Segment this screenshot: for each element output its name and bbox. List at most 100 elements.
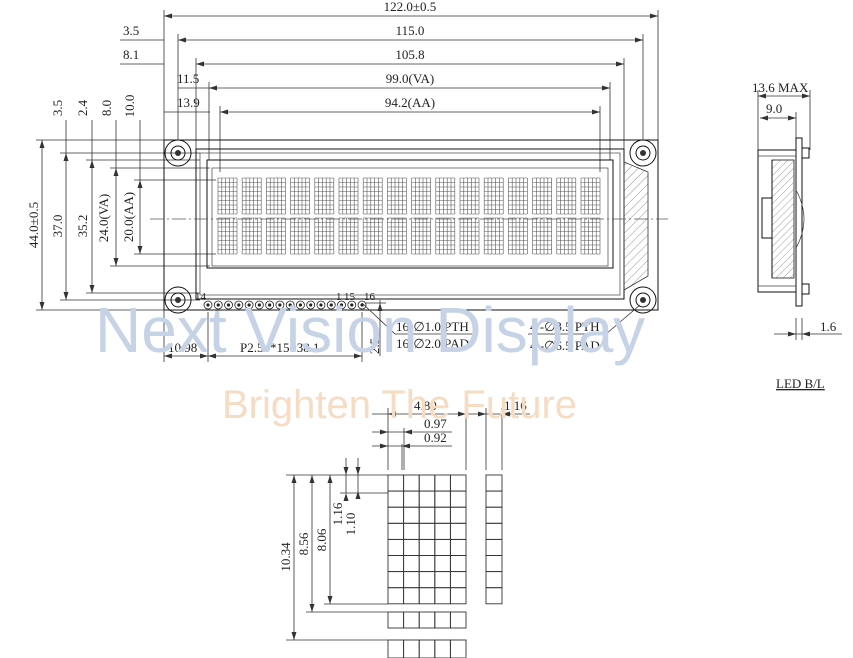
connector-pin bbox=[213, 300, 223, 310]
dot-cell bbox=[418, 639, 436, 658]
dim-va-width: 99.0(VA) bbox=[386, 71, 435, 86]
dot-cell bbox=[434, 490, 451, 508]
dim-3-5-v: 3.5 bbox=[50, 100, 65, 116]
dim-overall-width: 122.0±0.5 bbox=[384, 0, 437, 14]
dot-cell bbox=[485, 571, 503, 589]
dot-cell bbox=[449, 522, 467, 540]
dot-cell bbox=[434, 538, 451, 556]
connector-pin-hole bbox=[350, 303, 354, 307]
dot-cell bbox=[403, 538, 420, 556]
connector-pin-hole bbox=[319, 303, 323, 307]
dot-cell bbox=[403, 506, 420, 524]
connector-pin bbox=[357, 300, 367, 310]
dot-cell bbox=[449, 490, 467, 508]
mounting-hole-bottom-left bbox=[164, 286, 192, 314]
connector-pin-hole bbox=[216, 303, 220, 307]
char-height-10-34: 10.34 bbox=[278, 542, 293, 572]
dot-cell bbox=[449, 587, 467, 605]
character-cell bbox=[483, 177, 504, 215]
character-cell bbox=[483, 217, 504, 255]
character-cell bbox=[387, 217, 407, 255]
character-cell bbox=[241, 217, 262, 255]
pin-label-16: 16 bbox=[364, 291, 376, 303]
hole-pth-spec: 4 -∅3.5 PTH bbox=[530, 319, 599, 334]
connector-pin bbox=[244, 300, 254, 310]
character-cell bbox=[338, 177, 359, 215]
dim-2-4-v: 2.4 bbox=[75, 99, 90, 116]
dim-aa-height: 20.0(AA) bbox=[121, 192, 136, 242]
character-cell bbox=[459, 217, 480, 255]
character-cell bbox=[266, 217, 286, 255]
character-detail bbox=[286, 408, 530, 658]
dot-cell bbox=[418, 538, 436, 556]
connector-pin-hole bbox=[226, 303, 231, 307]
character-cell bbox=[580, 217, 601, 255]
connector-pin-hole bbox=[237, 303, 241, 307]
dim-offset-3-5: 3.5 bbox=[123, 23, 139, 38]
dot-pitch-1-16: 1.16 bbox=[330, 502, 345, 525]
character-cell bbox=[362, 177, 383, 215]
dot-cell bbox=[387, 611, 405, 629]
dot-cell bbox=[434, 474, 451, 492]
character-cell bbox=[217, 217, 238, 255]
connector-pin bbox=[296, 300, 305, 310]
dot-cell bbox=[387, 522, 405, 540]
watermark-brand: Next Vision Display bbox=[95, 294, 645, 366]
character-cell bbox=[217, 177, 238, 215]
dim-pin-gap: 2.5 bbox=[367, 338, 382, 354]
connector-pin-hole bbox=[288, 303, 292, 307]
connector-pin bbox=[347, 300, 357, 310]
character-cell bbox=[314, 217, 335, 255]
character-cell bbox=[459, 177, 480, 215]
connector-pin-hole bbox=[257, 303, 261, 307]
side-caption: LED B/L bbox=[776, 376, 825, 391]
dot-cell bbox=[403, 587, 420, 605]
character-cell bbox=[556, 177, 577, 215]
connector-pin-row bbox=[203, 300, 367, 310]
dot-cell bbox=[485, 474, 503, 492]
dim-pin-pitch: P2.54*15=38.1 bbox=[240, 340, 320, 355]
character-cell bbox=[508, 177, 528, 215]
connector-pin-hole bbox=[278, 303, 282, 307]
dot-cell bbox=[403, 611, 420, 629]
character-cell bbox=[580, 177, 601, 215]
backlight-hatch bbox=[623, 161, 649, 291]
connector-pin bbox=[316, 300, 326, 310]
top-dimension-lines bbox=[120, 10, 659, 172]
dot-cell bbox=[485, 490, 503, 508]
mounting-hole-top-right bbox=[629, 139, 657, 167]
character-cell bbox=[556, 217, 577, 255]
dim-35-2: 35.2 bbox=[75, 215, 90, 238]
dim-37: 37.0 bbox=[50, 215, 65, 238]
dot-cell bbox=[403, 490, 420, 508]
dot-cell bbox=[418, 587, 436, 605]
connector-pin-hole bbox=[268, 303, 272, 307]
character-cell bbox=[508, 217, 528, 255]
connector-pin bbox=[337, 300, 346, 310]
hole-pad-spec: 4 -∅6.5 PAD bbox=[530, 338, 600, 353]
dot-cell bbox=[387, 538, 405, 556]
dim-left-offset: 10.98 bbox=[168, 340, 197, 355]
dot-cell bbox=[418, 474, 436, 492]
watermark-slogan: Brighten The Future bbox=[222, 383, 577, 427]
character-cell bbox=[338, 217, 359, 255]
dim-115: 115.0 bbox=[396, 23, 425, 38]
dot-cell bbox=[418, 490, 436, 508]
pin-label-1: 1 bbox=[336, 291, 342, 303]
dot-cell bbox=[418, 555, 436, 573]
dim-offset-13-9: 13.9 bbox=[177, 95, 200, 110]
dot-cell bbox=[403, 571, 420, 589]
connector-pin bbox=[254, 300, 264, 310]
dot-cell bbox=[434, 587, 451, 605]
dot-height-1-10: 1.10 bbox=[343, 513, 358, 536]
dot-cell bbox=[485, 538, 503, 556]
char-height-8-06: 8.06 bbox=[314, 528, 329, 551]
connector-pin-hole bbox=[339, 303, 344, 307]
character-cell bbox=[411, 217, 431, 255]
pad-spec: 16-∅2.0 PAD bbox=[396, 336, 469, 351]
side-max-thickness: 13.6 MAX bbox=[752, 80, 809, 95]
character-cell bbox=[266, 177, 286, 215]
pin-label-15: 15 bbox=[344, 291, 356, 303]
dot-cell bbox=[434, 506, 451, 524]
